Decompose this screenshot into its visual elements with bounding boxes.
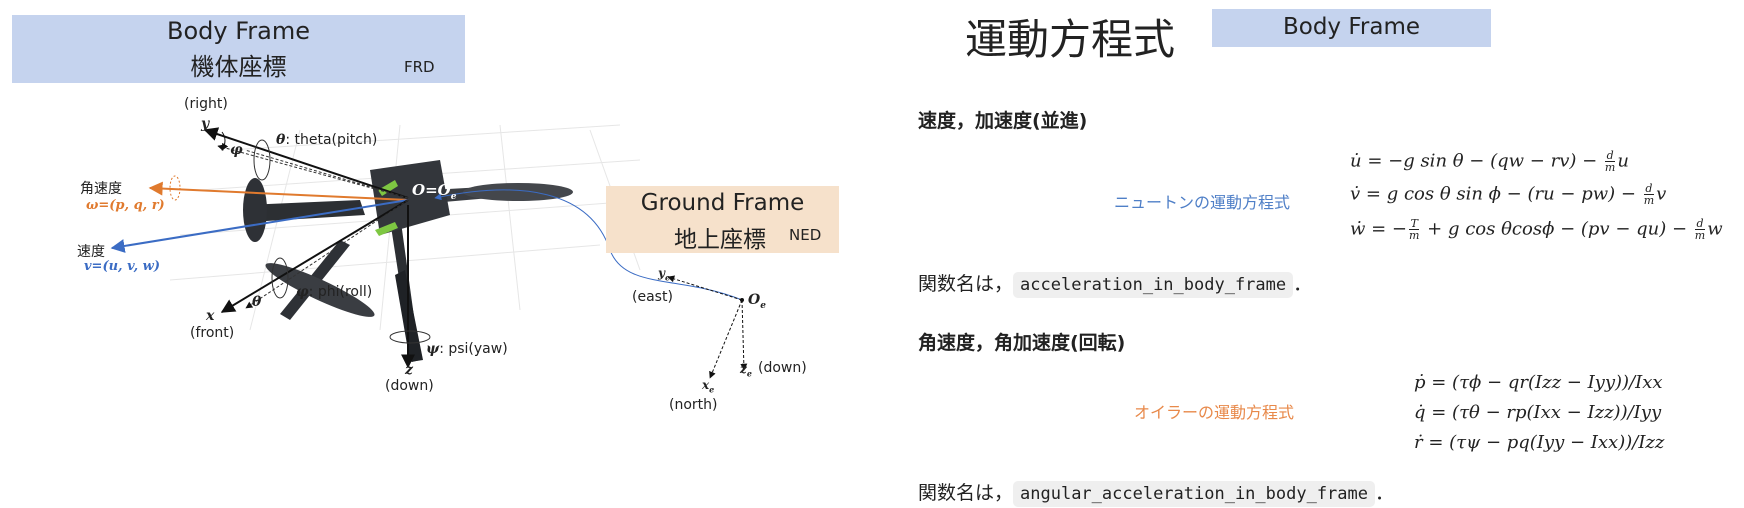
body-frame-title: Body Frame <box>167 17 310 45</box>
section-rotation-heading: 角速度，角加速度(回転) <box>918 332 1126 354</box>
label-phi-roll: φ: phi(roll) <box>296 284 373 300</box>
frame-badge-label: Body Frame <box>1282 14 1421 40</box>
function-name-line-2: 関数名は，angular_acceleration_in_body_frame． <box>918 478 1394 507</box>
label-down: (down) <box>385 378 434 394</box>
ground-frame-tag: NED <box>789 226 822 244</box>
label-down-e: (down) <box>758 360 807 376</box>
label-ye: ye <box>658 266 671 283</box>
drone-diagram <box>110 124 748 379</box>
function-name-code: acceleration_in_body_frame <box>1013 272 1294 298</box>
label-psi-yaw: ψ: psi(yaw) <box>426 341 508 357</box>
label-velocity: 速度 <box>77 244 105 260</box>
label-north: (north) <box>669 397 718 413</box>
euler-caption: オイラーの運動方程式 <box>1134 403 1295 422</box>
equation-p-dot: ṗ = (τϕ − qr(Izz − Iyy))/Ixx <box>1414 372 1663 393</box>
body-frame-tag: FRD <box>404 58 435 76</box>
equation-r-dot: ṙ = (τψ − pq(Iyy − Ixx))/Izz <box>1414 432 1665 453</box>
label-phi-arc: φ <box>230 142 243 158</box>
label-right: (right) <box>184 96 228 112</box>
label-theta-small: θ <box>252 294 262 310</box>
label-v-vec: v=(u, v, w) <box>84 259 160 274</box>
y-axis <box>203 127 409 199</box>
label-oe: Oe <box>748 292 766 311</box>
omega-arrow <box>148 181 409 201</box>
newton-caption: ニュートンの運動方程式 <box>1114 193 1291 212</box>
ground-frame-title: Ground Frame <box>640 190 805 216</box>
label-ze: ze <box>740 362 752 379</box>
label-x: x <box>206 308 215 324</box>
function-name-line-1: 関数名は，acceleration_in_body_frame． <box>918 269 1312 298</box>
function-name-code: angular_acceleration_in_body_frame <box>1013 481 1376 507</box>
ze-axis <box>740 299 748 371</box>
ye-axis <box>667 275 743 301</box>
velocity-arrow <box>110 199 409 253</box>
main-title: 運動方程式 <box>965 15 1176 64</box>
equation-q-dot: q̇ = (τθ − rp(Ixx − Izz))/Iyy <box>1414 402 1662 423</box>
body-frame-title-jp: 機体座標 <box>190 53 287 81</box>
label-omega: ω=(p, q, r) <box>86 198 165 213</box>
label-angular-velocity: 角速度 <box>80 181 122 197</box>
label-theta-pitch: θ: theta(pitch) <box>276 132 378 148</box>
label-z: z <box>405 362 413 378</box>
label-east: (east) <box>632 289 673 305</box>
x-axis <box>220 199 409 313</box>
ground-frame-title-jp: 地上座標 <box>674 227 766 253</box>
xe-axis <box>709 299 743 379</box>
label-front: (front) <box>190 325 235 341</box>
body-frame-box: Body Frame 機体座標 FRD <box>12 15 465 83</box>
label-xe: xe <box>702 378 715 395</box>
frame-badge: Body Frame <box>1212 9 1491 47</box>
label-y: y <box>201 116 210 132</box>
section-translation-heading: 速度，加速度(並進) <box>918 110 1088 132</box>
drone-body <box>243 160 573 362</box>
label-origin: O=Oe <box>412 181 457 202</box>
ground-frame-box: Ground Frame 地上座標 NED <box>606 186 839 253</box>
